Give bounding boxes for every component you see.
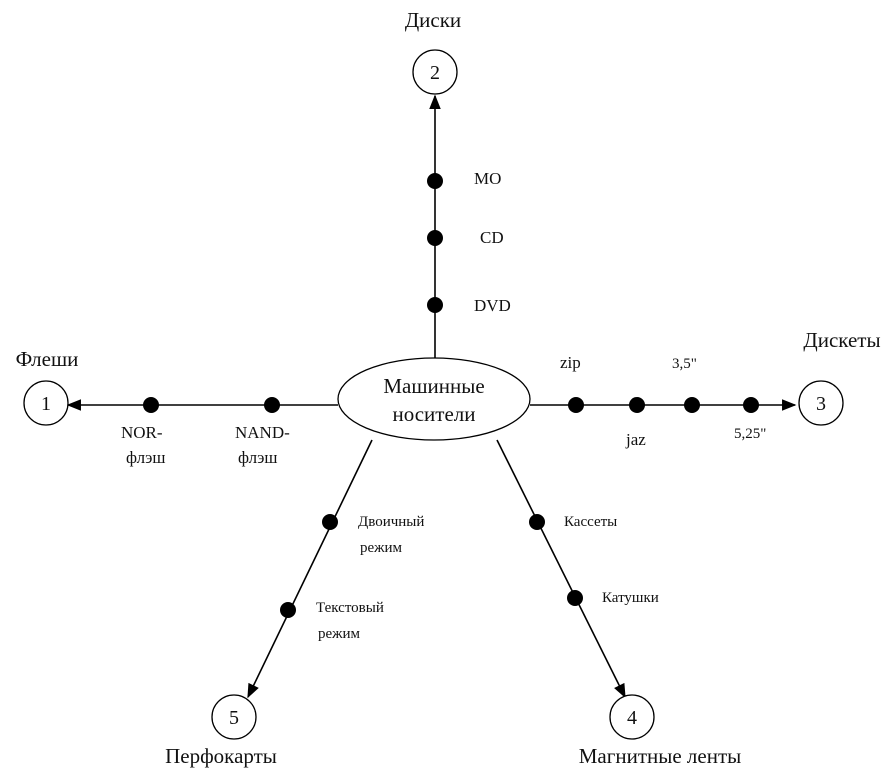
- floppies-dot-3-5: [684, 397, 700, 413]
- floppies-item-zip: zip: [560, 353, 581, 372]
- floppies-item-3-5: 3,5": [672, 356, 697, 372]
- tapes-item-cassettes: Кассеты: [564, 514, 617, 530]
- punchcards-item-text-line2: режим: [318, 626, 361, 642]
- floppies-dot-jaz: [629, 397, 645, 413]
- branch-line-punchcards: [247, 439, 373, 699]
- punchcards-item-binary-line2: режим: [360, 540, 403, 556]
- disks-item-mo: MO: [474, 169, 501, 188]
- floppies-dot-5-25: [743, 397, 759, 413]
- punchcards-item-binary-line1: Двоичный: [358, 514, 424, 530]
- floppies-node-circle: [798, 380, 844, 426]
- flash-node-circle: [23, 380, 69, 426]
- flash-node-number: 1: [41, 393, 51, 415]
- floppies-title: Дискеты: [803, 328, 880, 352]
- tapes-title: Магнитные ленты: [579, 744, 742, 768]
- disks-item-dvd: DVD: [474, 296, 511, 315]
- disks-item-cd: CD: [480, 228, 504, 247]
- disks-dot-cd: [427, 230, 443, 246]
- disks-dot-dvd: [427, 297, 443, 313]
- floppies-node-number: 3: [816, 393, 826, 415]
- flash-item-nor-line1: NOR-: [121, 423, 163, 442]
- flash-item-nand-line2: флэш: [238, 448, 277, 467]
- disks-node-number: 2: [430, 62, 440, 84]
- center-label-line2: носители: [392, 402, 475, 426]
- punchcards-dot-binary: [322, 514, 338, 530]
- flash-dot-nor: [143, 397, 159, 413]
- punchcards-node-circle: [211, 694, 257, 740]
- tapes-node-number: 4: [627, 707, 637, 729]
- tapes-node-circle: [609, 694, 655, 740]
- punchcards-item-text-line1: Текстовый: [316, 600, 384, 616]
- floppies-dot-zip: [568, 397, 584, 413]
- punchcards-dot-text: [280, 602, 296, 618]
- branch-line-tapes: [496, 439, 626, 699]
- disks-node-circle: [412, 49, 458, 95]
- punchcards-node-number: 5: [229, 707, 239, 729]
- center-ellipse: [337, 357, 531, 441]
- flash-dot-nand: [264, 397, 280, 413]
- center-label-line1: Машинные: [383, 374, 484, 398]
- tapes-item-reels: Катушки: [602, 590, 659, 606]
- tapes-dot-reels: [567, 590, 583, 606]
- floppies-item-jaz: jaz: [625, 430, 646, 449]
- flash-title: Флеши: [16, 347, 79, 371]
- flash-item-nand-line1: NAND-: [235, 423, 290, 442]
- disks-title: Диски: [405, 8, 461, 32]
- tapes-dot-cassettes: [529, 514, 545, 530]
- disks-dot-mo: [427, 173, 443, 189]
- flash-item-nor-line2: флэш: [126, 448, 165, 467]
- punchcards-title: Перфокарты: [165, 744, 277, 768]
- floppies-item-5-25: 5,25": [734, 426, 766, 442]
